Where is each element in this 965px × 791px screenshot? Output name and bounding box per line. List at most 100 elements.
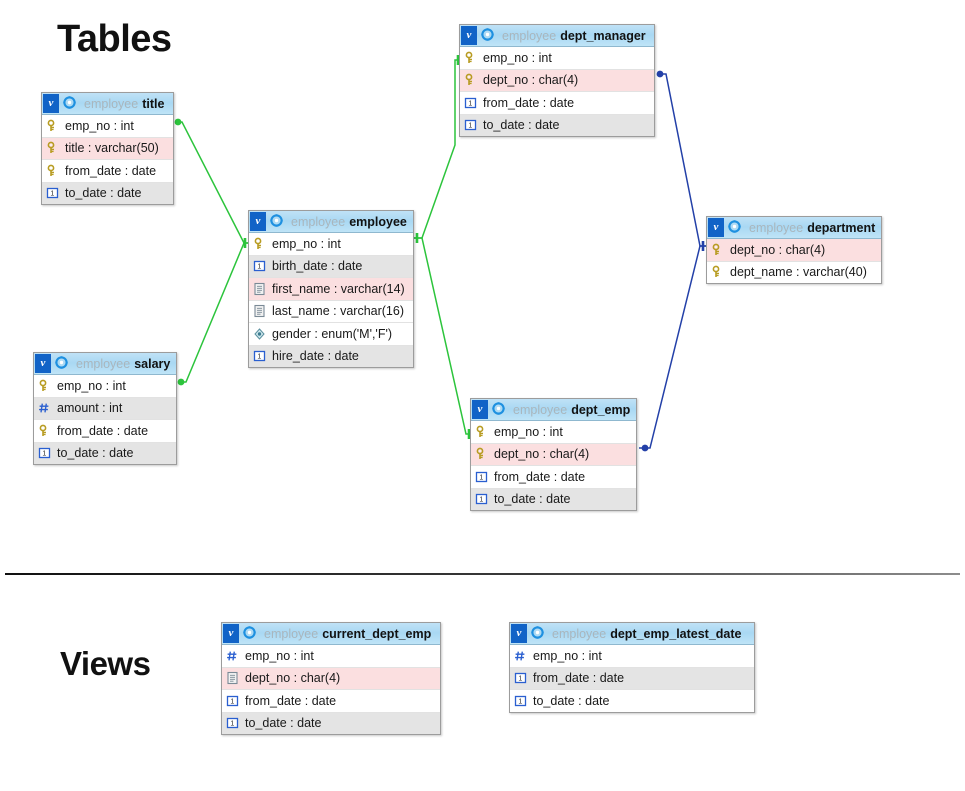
- svg-text:1: 1: [257, 264, 261, 271]
- column-label: emp_no : int: [245, 648, 314, 663]
- column-row[interactable]: 1 hire_date : date: [249, 345, 413, 367]
- column-row[interactable]: dept_no : char(4): [222, 667, 440, 690]
- column-row[interactable]: 1 from_date : date: [222, 690, 440, 713]
- relationship-title-employee: [176, 121, 250, 244]
- gear-icon: [531, 624, 547, 643]
- column-row[interactable]: emp_no : int: [34, 375, 176, 398]
- column-row[interactable]: title : varchar(50): [42, 137, 173, 160]
- column-row[interactable]: from_date : date: [34, 420, 176, 443]
- gear-icon: [270, 212, 286, 231]
- column-row[interactable]: 1 to_date : date: [471, 488, 636, 510]
- column-row[interactable]: dept_no : char(4): [471, 443, 636, 466]
- column-row[interactable]: emp_no : int: [510, 645, 754, 668]
- svg-text:1: 1: [230, 698, 234, 705]
- date-icon: 1: [475, 470, 489, 484]
- schema-name: employee: [552, 626, 607, 641]
- key-icon: [46, 119, 60, 133]
- column-label: dept_no : char(4): [245, 671, 341, 686]
- column-row[interactable]: dept_no : char(4): [707, 239, 881, 262]
- column-label: from_date : date: [483, 95, 575, 110]
- column-label: from_date : date: [57, 423, 149, 438]
- relationship-employee-dept_manager: [414, 59, 461, 239]
- column-row[interactable]: last_name : varchar(16): [249, 300, 413, 323]
- key-icon: [38, 424, 52, 438]
- relationship-dept_emp-department: [639, 245, 708, 449]
- column-row[interactable]: amount : int: [34, 397, 176, 420]
- column-label: emp_no : int: [272, 236, 341, 251]
- date-icon: 1: [38, 446, 52, 460]
- view-badge-icon: v: [223, 624, 239, 643]
- svg-text:1: 1: [518, 676, 522, 683]
- column-row[interactable]: dept_no : char(4): [460, 69, 654, 92]
- svg-text:1: 1: [257, 354, 261, 361]
- key-icon: [46, 164, 60, 178]
- schema-name: employee: [291, 214, 346, 229]
- edge-endpoint-dot: [656, 70, 664, 78]
- column-label: from_date : date: [245, 693, 337, 708]
- gear-icon: [243, 624, 259, 643]
- column-row[interactable]: emp_no : int: [222, 645, 440, 668]
- column-label: title : varchar(50): [65, 141, 159, 156]
- column-label: to_date : date: [65, 186, 142, 201]
- column-row[interactable]: gender : enum('M','F'): [249, 323, 413, 346]
- column-row[interactable]: 1 to_date : date: [460, 114, 654, 136]
- schema-name: employee: [84, 96, 139, 111]
- svg-text:1: 1: [479, 497, 483, 504]
- gear-icon: [481, 26, 497, 45]
- hash-icon: [38, 401, 52, 415]
- column-label: last_name : varchar(16): [272, 304, 405, 319]
- key-icon: [464, 73, 478, 87]
- column-row[interactable]: 1 to_date : date: [42, 182, 173, 204]
- date-icon: 1: [253, 349, 267, 363]
- relationship-dept_manager-department: [657, 73, 708, 247]
- column-label: hire_date : date: [272, 349, 359, 364]
- column-label: to_date : date: [494, 492, 571, 507]
- column-label: to_date : date: [483, 118, 560, 133]
- column-label: emp_no : int: [533, 648, 602, 663]
- column-label: gender : enum('M','F'): [272, 326, 393, 341]
- text-icon: [226, 671, 240, 685]
- edge-endpoint-dot: [174, 118, 182, 126]
- column-row[interactable]: emp_no : int: [460, 47, 654, 70]
- edge-endpoint-dot: [177, 378, 185, 386]
- column-row[interactable]: emp_no : int: [471, 421, 636, 444]
- column-label: emp_no : int: [494, 424, 563, 439]
- svg-text:1: 1: [50, 191, 54, 198]
- column-label: emp_no : int: [483, 50, 552, 65]
- column-label: from_date : date: [65, 163, 157, 178]
- view-badge-icon: v: [511, 624, 527, 643]
- key-icon: [253, 237, 267, 251]
- column-row[interactable]: first_name : varchar(14): [249, 278, 413, 301]
- column-row[interactable]: emp_no : int: [249, 233, 413, 256]
- column-row[interactable]: emp_no : int: [42, 115, 173, 138]
- section-title-views: Views: [60, 645, 151, 682]
- column-row[interactable]: dept_name : varchar(40): [707, 261, 881, 283]
- date-icon: 1: [464, 118, 478, 132]
- svg-text:1: 1: [42, 451, 46, 458]
- column-row[interactable]: from_date : date: [42, 160, 173, 183]
